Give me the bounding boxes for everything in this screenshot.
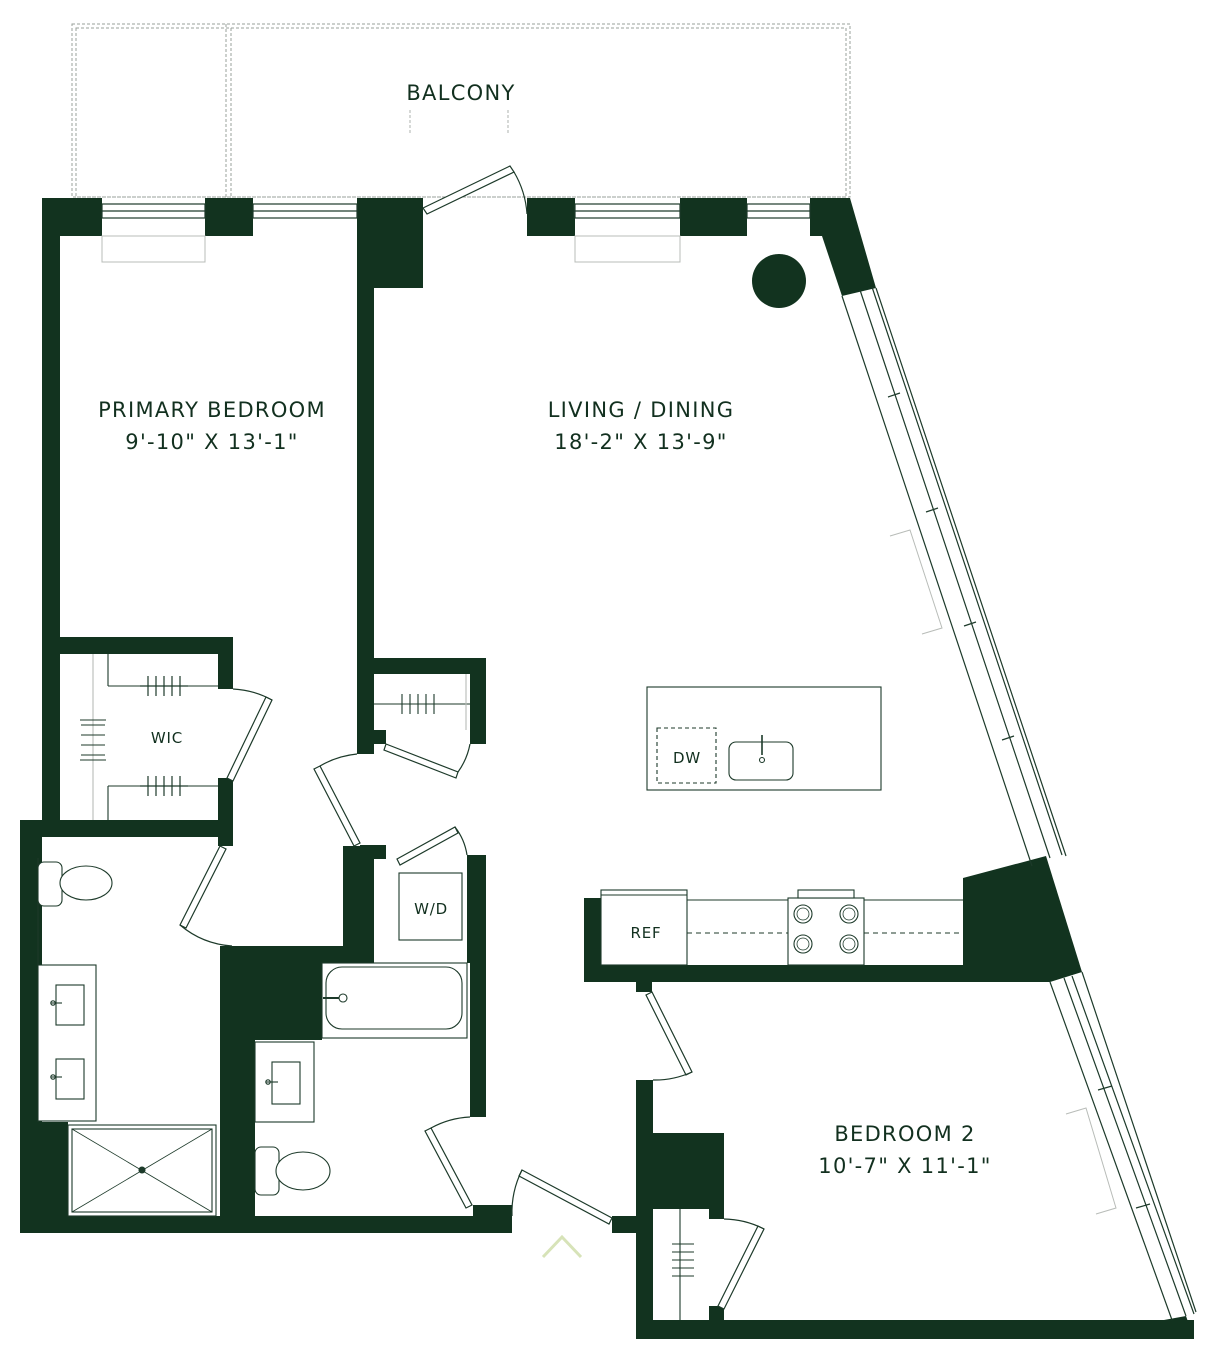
balcony: [71, 23, 851, 198]
sink-icon: [50, 984, 85, 1100]
kitchen: [600, 686, 963, 966]
living-dining-label: LIVING / DINING: [548, 398, 735, 422]
primary-bath-fixtures: [37, 858, 217, 1217]
living-dining-dims: 18'-2" X 13'-9": [554, 430, 727, 454]
doors: [179, 165, 765, 1310]
sink-icon: [265, 1061, 301, 1105]
washer-dryer: [398, 872, 463, 941]
round-column-icon: [752, 254, 806, 308]
chevron-up-icon: [541, 1234, 583, 1259]
ref-label: REF: [631, 924, 662, 942]
window-wall-bedroom2: [1049, 971, 1197, 1321]
dishwasher: [656, 727, 717, 784]
walls: [20, 198, 1194, 1339]
wd-label: W/D: [414, 900, 448, 918]
wic-label: WIC: [151, 729, 183, 747]
bedroom2-dims: 10'-7" X 11'-1": [818, 1154, 991, 1178]
dw-label: DW: [673, 749, 701, 767]
toilet-icon: [254, 1146, 331, 1196]
closet-rods: [80, 654, 694, 1320]
bathtub-icon: [321, 962, 468, 1039]
windows: [101, 203, 811, 263]
refrigerator: [600, 889, 688, 966]
hall-bath-fixtures: [254, 962, 468, 1196]
primary-bedroom-dims: 9'-10" X 13'-1": [125, 430, 298, 454]
shower-icon: [67, 1124, 217, 1217]
toilet-icon: [37, 861, 113, 907]
bedroom2-label: BEDROOM 2: [834, 1122, 975, 1146]
primary-bedroom-label: PRIMARY BEDROOM: [98, 398, 326, 422]
window-wall-living: [841, 286, 1067, 867]
balcony-label: BALCONY: [406, 81, 515, 105]
